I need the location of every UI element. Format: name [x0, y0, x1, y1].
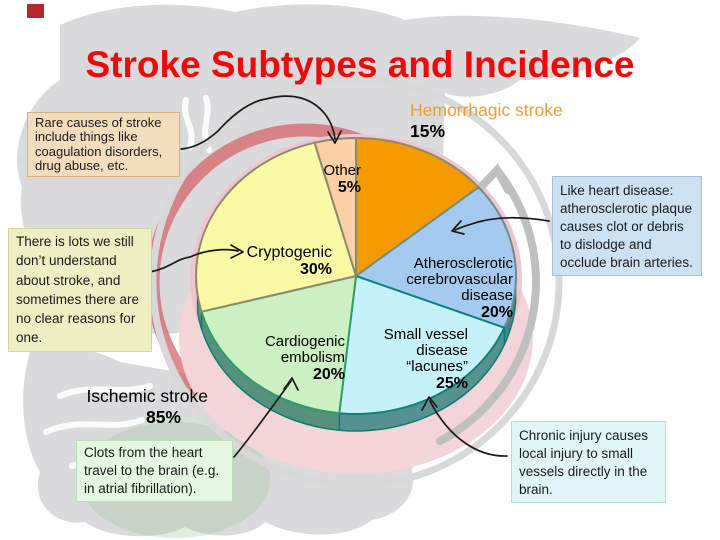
arrow-note-to-cardiogenic — [233, 377, 299, 458]
slice-label-cardiogenic-pct: 20% — [312, 366, 345, 384]
pie-slice — [355, 137, 480, 277]
red-corner-block — [27, 4, 44, 18]
gray-ring — [149, 75, 563, 489]
arrow-note-to-cryptogenic — [149, 244, 244, 273]
slice-label-cryptogenic-pct: 30% — [299, 261, 332, 279]
ischemic-pct: 85% — [145, 407, 181, 427]
slice-label-atherosclerotic: Atherosclerotic cerebrovascular disease … — [406, 240, 513, 337]
slice-label-cardiogenic-text: Cardiogenic embolism — [264, 333, 345, 367]
pie-slice — [338, 275, 506, 415]
hemorrhagic-pct: 15% — [410, 121, 446, 141]
annotation-arrows — [149, 95, 550, 458]
slide-title: Stroke Subtypes and Incidence — [85, 44, 635, 85]
arrow-note-to-small-vessel — [421, 396, 508, 457]
pie-slice — [195, 141, 357, 313]
circular-arrow-icon — [436, 163, 540, 445]
slice-label-other: Other 5% — [323, 147, 361, 212]
pie-slice — [200, 275, 357, 415]
arrow-rare-to-other — [180, 95, 342, 150]
callout-cardiogenic-note: Clots from the heart travel to the brain… — [76, 440, 233, 502]
callout-rare-causes: Rare causes of stroke include things lik… — [27, 112, 180, 178]
ischemic-label: Ischemic stroke — [86, 386, 208, 406]
slice-label-cryptogenic: Cryptogenic 30% — [247, 227, 332, 295]
slice-label-cryptogenic-text: Cryptogenic — [246, 244, 332, 262]
slice-label-atherosclerotic-text: Atherosclerotic cerebrovascular disease — [406, 255, 513, 305]
callout-cryptogenic-note: There is lots we still don’t understand … — [8, 228, 152, 352]
slice-label-small-vessel-text: Small vessel disease “lacunes” — [383, 326, 468, 376]
slice-label-small-vessel-pct: 25% — [435, 375, 468, 393]
slice-label-atherosclerotic-pct: 20% — [480, 304, 513, 322]
hemorrhagic-stroke-legend: Hemorrhagic stroke 15% — [410, 100, 563, 142]
hemorrhagic-label: Hemorrhagic stroke — [410, 100, 563, 120]
slice-label-small-vessel: Small vessel disease “lacunes” 25% — [384, 311, 468, 408]
callout-atherosclerotic-note: Like heart disease: atherosclerotic plaq… — [552, 176, 702, 276]
slice-label-cardiogenic: Cardiogenic embolism 20% — [265, 318, 345, 399]
arrow-note-to-atherosclerotic — [451, 216, 550, 235]
slice-label-other-pct: 5% — [337, 179, 361, 197]
callout-small-vessel-note: Chronic injury causes local injury to sm… — [511, 421, 666, 503]
ischemic-stroke-legend: Ischemic stroke 85% — [40, 386, 208, 428]
slice-label-other-text: Other — [323, 162, 361, 180]
